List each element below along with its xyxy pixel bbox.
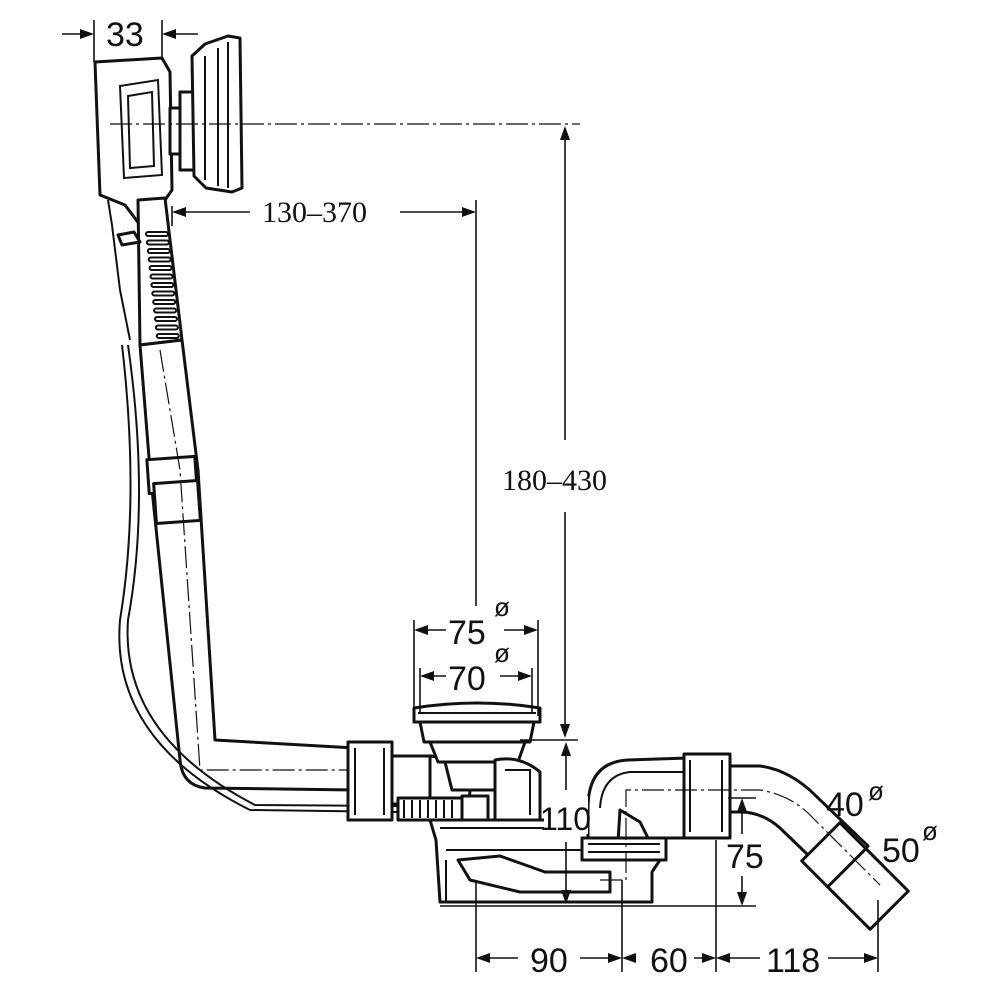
diameter-symbol-40: ø	[868, 776, 884, 806]
dim-33: 33	[106, 16, 144, 54]
dim-75-outlet: 75	[726, 838, 764, 876]
flexible-overflow-hose	[116, 196, 184, 347]
hose-rib	[148, 265, 173, 271]
diameter-symbol-75: ø	[494, 592, 510, 622]
hose-rib	[154, 316, 178, 322]
hose-rib	[152, 299, 177, 305]
hose-rib	[150, 282, 175, 288]
bowden-cable	[118, 344, 401, 813]
dim-60: 60	[650, 942, 688, 980]
dim-130-370: 130–370	[262, 196, 367, 229]
dim-75-diameter: 75	[448, 614, 486, 652]
overflow-pipe	[138, 338, 360, 792]
hose-rib	[153, 307, 178, 314]
hose-rib	[149, 273, 174, 280]
overflow-housing	[93, 34, 244, 341]
drain-body	[346, 701, 662, 907]
dim-180-430: 180–430	[502, 464, 607, 497]
diameter-symbol-50: ø	[922, 816, 938, 846]
dim-70-diameter: 70	[448, 660, 486, 698]
dimension-labels: 33 130–370 180–430 75 ø 70 ø 110 40 ø 50…	[106, 16, 938, 980]
hose-rib	[155, 333, 180, 339]
dim-90: 90	[530, 942, 568, 980]
hose-rib	[145, 239, 170, 246]
hose-rib	[147, 256, 172, 263]
hose-rib	[146, 248, 171, 254]
dim-40-diameter: 40	[826, 786, 864, 824]
hose-rib	[145, 231, 169, 237]
dim-110: 110	[540, 801, 591, 837]
dimension-lines	[62, 20, 879, 972]
dim-118: 118	[766, 942, 820, 980]
hose-rib	[154, 324, 179, 331]
dim-50-diameter: 50	[882, 832, 920, 870]
outlet-elbow	[580, 752, 910, 931]
hose-rib	[151, 290, 176, 297]
diameter-symbol-70: ø	[494, 638, 510, 668]
